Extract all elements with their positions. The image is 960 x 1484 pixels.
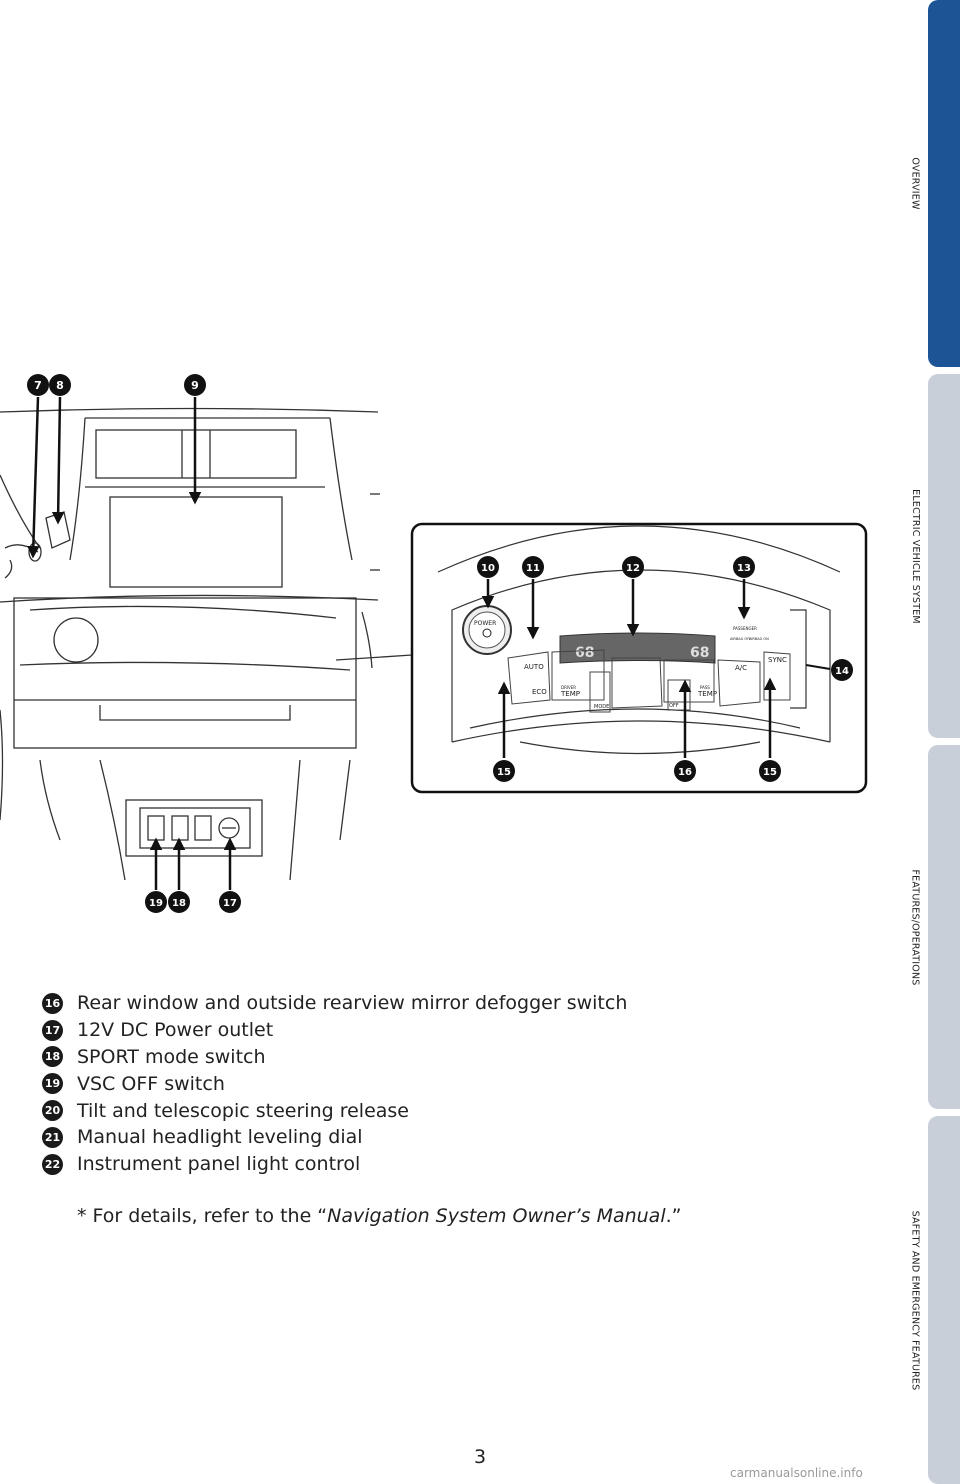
- off-button-label: OFF: [669, 703, 679, 709]
- svg-text:15: 15: [763, 767, 777, 778]
- side-tab-electric-vehicle-system[interactable]: [928, 374, 960, 738]
- airbag-on-label: AIRBAG ON: [749, 637, 769, 641]
- callout-7: 7: [27, 374, 49, 396]
- svg-text:17: 17: [223, 898, 237, 909]
- svg-text:11: 11: [526, 563, 540, 574]
- callout-arrows: [27, 396, 777, 890]
- auto-button-label: AUTO: [524, 663, 544, 671]
- driver-temp-top-label: DRIVER: [561, 685, 576, 690]
- legend-text: Rear window and outside rearview mirror …: [77, 992, 628, 1015]
- legend-text: SPORT mode switch: [77, 1045, 266, 1068]
- callout-11: 11: [522, 556, 544, 578]
- legend-list: 16 Rear window and outside rearview mirr…: [42, 990, 882, 1178]
- side-label-features-operations: FEATURES/OPERATIONS: [909, 868, 921, 986]
- legend-text: Tilt and telescopic steering release: [77, 1099, 409, 1122]
- power-button-label: POWER: [474, 620, 496, 627]
- callout-16: 16: [674, 760, 696, 782]
- footnote: * For details, refer to the “Navigation …: [77, 1205, 682, 1227]
- legend-number-badge: 19: [42, 1073, 63, 1095]
- callout-18: 18: [168, 891, 190, 913]
- footnote-prefix: * For details, refer to the “: [77, 1205, 328, 1227]
- dashboard-line-art: [0, 407, 413, 881]
- mode-button-label: MODE: [594, 704, 609, 710]
- callout-17: 17: [219, 891, 241, 913]
- callout-14: 14: [831, 659, 853, 681]
- watermark: carmanualsonline.info: [730, 1466, 863, 1480]
- svg-text:18: 18: [172, 898, 186, 909]
- sync-button-label: SYNC: [768, 656, 787, 664]
- pass-temp-top-label: PASS: [700, 685, 710, 690]
- display-temp-left: 68: [575, 645, 594, 661]
- airbag-off-label: AIRBAG OFF: [730, 637, 751, 641]
- callout-10: 10: [477, 556, 499, 578]
- side-tab-safety-emergency[interactable]: [928, 1116, 960, 1484]
- legend-item: 19 VSC OFF switch: [42, 1070, 882, 1097]
- passenger-label: PASSENGER: [733, 626, 757, 631]
- callout-19: 19: [145, 891, 167, 913]
- svg-text:16: 16: [678, 767, 692, 778]
- legend-text: VSC OFF switch: [77, 1072, 225, 1095]
- page-number: 3: [473, 1446, 487, 1468]
- pass-temp-label: TEMP: [697, 690, 717, 698]
- legend-number-badge: 21: [42, 1126, 63, 1148]
- legend-item: 16 Rear window and outside rearview mirr…: [42, 990, 882, 1017]
- legend-text: Instrument panel light control: [77, 1153, 361, 1176]
- svg-text:14: 14: [835, 666, 849, 677]
- footnote-manual-title: Navigation System Owner’s Manual: [327, 1205, 666, 1227]
- callout-9: 9: [184, 374, 206, 396]
- svg-text:15: 15: [497, 767, 511, 778]
- climate-panel-zoom: 68 68 POWER AUTO ECO DRIVER TEMP MO: [410, 522, 868, 794]
- svg-text:19: 19: [149, 898, 163, 909]
- legend-number-badge: 20: [42, 1100, 63, 1122]
- side-label-electric-vehicle-system: ELECTRIC VEHICLE SYSTEM: [909, 488, 921, 624]
- svg-text:12: 12: [626, 563, 640, 574]
- display-temp-right: 68: [690, 645, 709, 661]
- legend-text: 12V DC Power outlet: [77, 1019, 274, 1042]
- callout-12: 12: [622, 556, 644, 578]
- ac-button-label: A/C: [735, 664, 747, 672]
- side-tab-features-operations[interactable]: [928, 745, 960, 1109]
- eco-button-label: ECO: [532, 688, 547, 696]
- svg-text:10: 10: [481, 563, 495, 574]
- callout-15-right: 15: [759, 760, 781, 782]
- side-label-overview: OVERVIEW: [909, 157, 921, 210]
- side-label-safety-emergency: SAFETY AND EMERGENCY FEATURES: [909, 1210, 921, 1390]
- callout-8: 8: [49, 374, 71, 396]
- legend-item: 17 12V DC Power outlet: [42, 1017, 882, 1044]
- side-tab-overview[interactable]: [928, 0, 960, 367]
- callout-13: 13: [733, 556, 755, 578]
- legend-number-badge: 16: [42, 992, 63, 1014]
- callout-14-leader: [805, 664, 831, 670]
- legend-item: 22 Instrument panel light control: [42, 1151, 882, 1178]
- callout-15-left: 15: [493, 760, 515, 782]
- legend-number-badge: 18: [42, 1046, 63, 1068]
- dashboard-illustration: 68 68 POWER AUTO ECO DRIVER TEMP MO: [0, 374, 868, 913]
- svg-text:7: 7: [34, 379, 42, 392]
- svg-text:13: 13: [737, 563, 751, 574]
- footnote-suffix: .”: [665, 1205, 682, 1227]
- legend-item: 18 SPORT mode switch: [42, 1044, 882, 1071]
- legend-text: Manual headlight leveling dial: [77, 1126, 363, 1149]
- legend-item: 21 Manual headlight leveling dial: [42, 1124, 882, 1151]
- legend-item: 20 Tilt and telescopic steering release: [42, 1097, 882, 1124]
- legend-number-badge: 22: [42, 1153, 63, 1175]
- svg-text:9: 9: [191, 379, 199, 392]
- svg-text:8: 8: [56, 379, 64, 392]
- legend-number-badge: 17: [42, 1019, 63, 1041]
- driver-temp-label: TEMP: [560, 690, 580, 698]
